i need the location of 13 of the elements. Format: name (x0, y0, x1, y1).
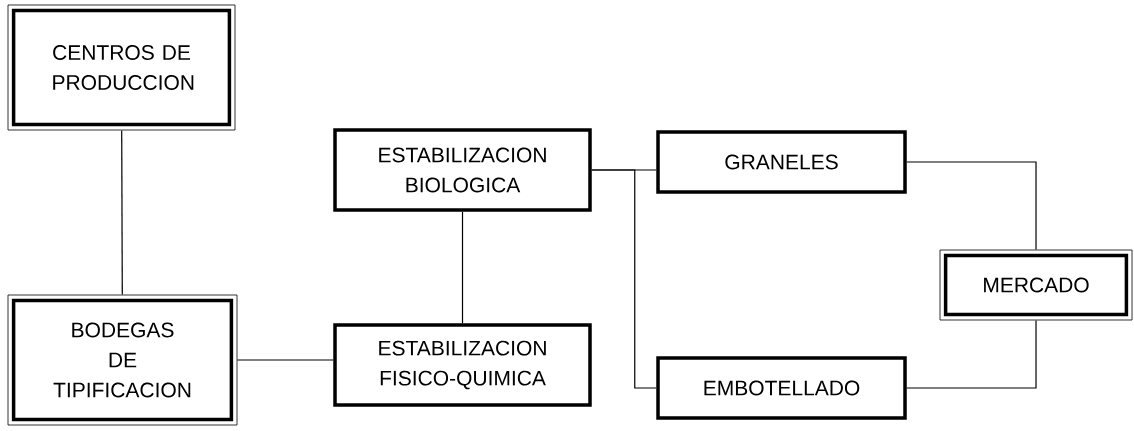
connector-line (461, 211, 464, 324)
process-box: GRANELES (656, 130, 907, 194)
process-box: BODEGAS DE TIPIFICACION (7, 294, 238, 426)
connector-line (906, 319, 1037, 389)
process-box: MERCADO (939, 249, 1133, 321)
connector-line (121, 129, 123, 296)
process-box: ESTABILIZACION FISICO-QUIMICA (333, 323, 592, 407)
process-box: CENTROS DE PRODUCCION (7, 4, 236, 131)
process-box: EMBOTELLADO (656, 356, 907, 420)
connector-line (906, 161, 1037, 251)
connector-line (591, 169, 657, 389)
process-box: ESTABILIZACION BIOLOGICA (333, 128, 592, 212)
connector-line (236, 359, 334, 361)
